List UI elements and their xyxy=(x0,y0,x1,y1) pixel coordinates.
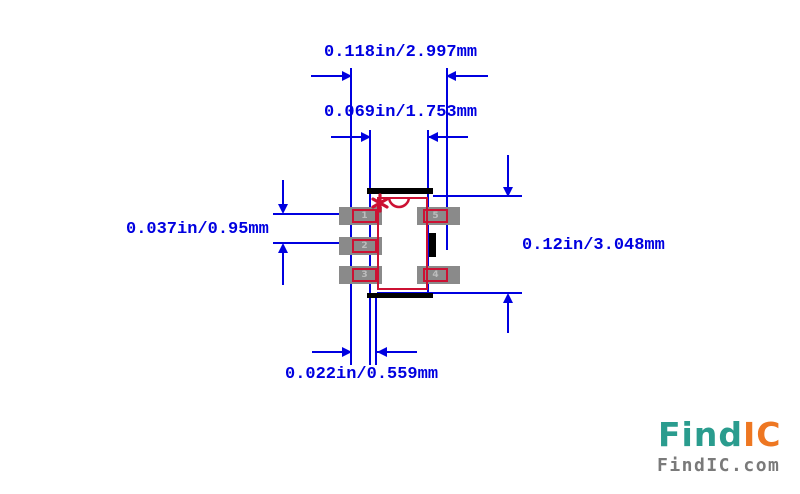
arrow-left-icon xyxy=(428,132,438,142)
pad xyxy=(339,266,382,284)
dim-line xyxy=(446,75,488,77)
dim-line xyxy=(377,292,522,294)
lead-rect: 4 xyxy=(423,268,448,282)
body-edge-bar xyxy=(367,188,433,194)
side-mark-bar xyxy=(429,233,436,257)
extension-line xyxy=(446,68,448,250)
pin-number: 1 xyxy=(361,211,368,221)
dim-line xyxy=(433,195,522,197)
arrow-left-icon xyxy=(377,347,387,357)
pad xyxy=(339,207,382,225)
logo-find-text: Find xyxy=(658,415,743,454)
dim-line xyxy=(273,242,362,244)
pin-number: 2 xyxy=(361,241,368,251)
body-edge-bar xyxy=(367,293,433,298)
lead-rect: 5 xyxy=(423,209,448,223)
arrow-up-icon xyxy=(278,243,288,253)
lead-rect: 3 xyxy=(352,268,377,282)
lead-rect: 1 xyxy=(352,209,377,223)
dim-line xyxy=(428,136,468,138)
arrow-up-icon xyxy=(503,293,513,303)
arrow-right-icon xyxy=(342,71,352,81)
findic-logo: FindIC xyxy=(658,418,781,452)
dim-line xyxy=(273,213,366,215)
lead-rect: 2 xyxy=(352,239,377,253)
dim-label-pad-width: 0.022in/0.559mm xyxy=(285,365,439,384)
arrow-right-icon xyxy=(342,347,352,357)
arrow-down-icon xyxy=(503,187,513,197)
pad xyxy=(339,237,382,255)
dim-line xyxy=(282,253,284,285)
dim-label-pad-span: 0.118in/2.997mm xyxy=(324,43,478,62)
pin-number: 5 xyxy=(432,211,439,221)
logo-ic-text: IC xyxy=(742,415,782,454)
dim-line xyxy=(311,75,352,77)
dim-line xyxy=(507,303,509,333)
arrow-left-icon xyxy=(446,71,456,81)
logo-domain-text: FindIC.com xyxy=(657,455,781,476)
dim-line xyxy=(507,155,509,188)
dim-line xyxy=(282,180,284,205)
dim-label-pad-pitch: 0.037in/0.95mm xyxy=(126,220,269,239)
pin1-notch-icon xyxy=(387,196,411,209)
arrow-down-icon xyxy=(278,204,288,214)
dim-line xyxy=(312,351,352,353)
dim-label-overall-height: 0.12in/3.048mm xyxy=(522,236,665,255)
dim-line xyxy=(377,351,417,353)
pin1-marker-icon xyxy=(371,193,389,213)
body-outline xyxy=(377,197,428,290)
extension-line xyxy=(375,298,377,365)
dim-line xyxy=(331,136,371,138)
pin-number: 4 xyxy=(432,270,439,280)
arrow-right-icon xyxy=(361,132,371,142)
dim-label-body-width: 0.069in/1.753mm xyxy=(324,103,478,122)
pin-number: 3 xyxy=(361,270,368,280)
